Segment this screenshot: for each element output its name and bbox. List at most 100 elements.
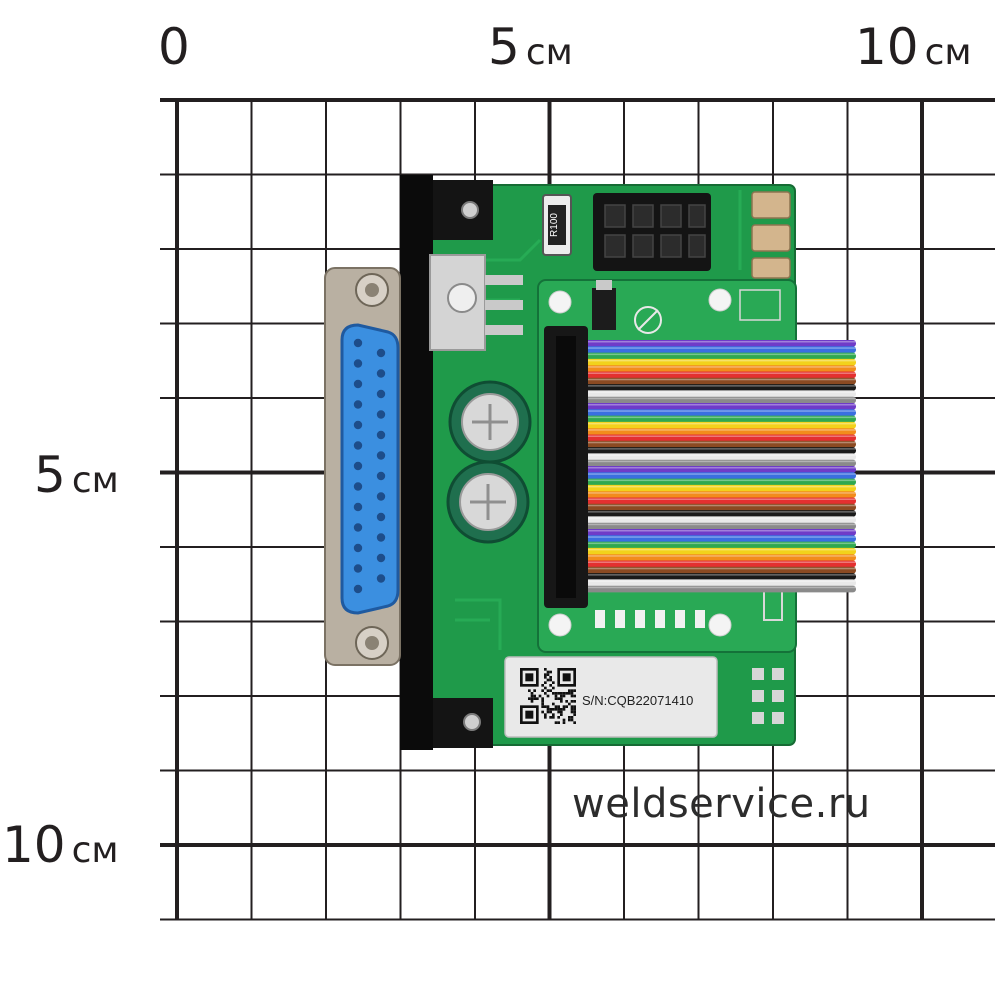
db25-pin xyxy=(376,410,386,419)
ribbon-wire-highlight xyxy=(560,485,856,488)
ribbon-wire-highlight xyxy=(560,385,856,387)
db25-connector xyxy=(324,267,401,666)
ribbon-wire-highlight xyxy=(560,416,856,419)
ribbon-wire xyxy=(560,340,856,347)
serial-number: S/N:CQB22071410 xyxy=(582,693,694,708)
ruler-top-0: 0 xyxy=(158,18,190,76)
ribbon-wire xyxy=(560,447,856,454)
ribbon-wire-highlight xyxy=(560,586,856,589)
ribbon-wire xyxy=(560,491,856,498)
ribbon-wire-highlight xyxy=(560,517,856,519)
ribbon-wire xyxy=(560,434,856,442)
db25-pin xyxy=(353,584,363,594)
mounting-bracket xyxy=(400,175,493,750)
ribbon-wire-highlight xyxy=(560,511,856,513)
qr-code xyxy=(520,668,576,724)
serial-sticker xyxy=(504,656,718,738)
ribbon-wire-highlight xyxy=(560,536,856,538)
ribbon-wire-highlight xyxy=(560,492,856,494)
ribbon-wire xyxy=(560,535,856,542)
db25-pin xyxy=(353,482,363,491)
ribbon-wire xyxy=(560,377,856,385)
ribbon-wire xyxy=(560,516,856,524)
ribbon-wire-highlight xyxy=(560,410,856,412)
ribbon-wire-highlight xyxy=(560,353,856,356)
db25-pin xyxy=(353,564,363,573)
db25-pin xyxy=(376,533,386,542)
ribbon-wire-highlight xyxy=(560,441,856,444)
ribbon-wire-highlight xyxy=(560,435,856,437)
ribbon-wire xyxy=(560,428,856,435)
ribbon-wire-highlight xyxy=(560,422,856,425)
ribbon-wire xyxy=(560,409,856,416)
ribbon-wire xyxy=(560,396,856,404)
ribbon-wire-highlight xyxy=(560,366,856,368)
ribbon-wire xyxy=(560,440,856,448)
ribbon-wire xyxy=(560,459,856,467)
ribbon-wire xyxy=(560,415,856,423)
ribbon-wire xyxy=(560,358,856,366)
ribbon-wire xyxy=(560,403,856,410)
db25-pin xyxy=(353,400,363,409)
capacitor-top xyxy=(448,380,532,464)
ribbon-wire xyxy=(560,560,856,568)
ribbon-wire-highlight xyxy=(560,467,856,469)
ribbon-wire xyxy=(560,346,856,353)
ribbon-wire xyxy=(560,554,856,561)
db25-pin xyxy=(353,441,363,450)
resistor-marking: R100 xyxy=(549,213,560,237)
ribbon-wire-highlight xyxy=(560,429,856,431)
ribbon-wire xyxy=(560,585,856,593)
ribbon-wire-highlight xyxy=(560,479,856,482)
ribbon-wire-highlight xyxy=(560,372,856,374)
ribbon-wire xyxy=(560,352,856,360)
db25-pin xyxy=(376,574,386,583)
idc-connector xyxy=(544,326,588,608)
ribbon-wire xyxy=(560,466,856,473)
ribbon-wire xyxy=(560,566,856,574)
ribbon-wire-highlight xyxy=(560,567,856,570)
ribbon-wire xyxy=(560,573,856,580)
db25-pin xyxy=(376,451,386,460)
ribbon-wire-highlight xyxy=(560,359,856,362)
ribbon-wire-highlight xyxy=(560,561,856,563)
db25-pin xyxy=(376,369,386,378)
ribbon-wire-highlight xyxy=(560,542,856,545)
db25-pin xyxy=(353,543,363,553)
ribbon-wire xyxy=(560,453,856,461)
smd-capacitors xyxy=(751,191,791,279)
power-connector xyxy=(593,193,711,271)
ribbon-wire-highlight xyxy=(560,397,856,400)
ribbon-wire-highlight xyxy=(560,473,856,475)
ribbon-wire-highlight xyxy=(560,460,856,463)
ribbon-wire xyxy=(560,484,856,492)
ribbon-wire-highlight xyxy=(560,454,856,456)
ribbon-wire xyxy=(560,522,856,530)
ribbon-cable xyxy=(560,340,856,593)
ribbon-wire-highlight xyxy=(560,580,856,582)
db25-pin-grid xyxy=(353,338,386,594)
ribbon-wire-highlight xyxy=(560,530,856,532)
ribbon-wire-highlight xyxy=(560,498,856,500)
ribbon-wire xyxy=(560,384,856,391)
db25-pin xyxy=(353,379,363,389)
db25-pin xyxy=(376,430,386,440)
ribbon-wire xyxy=(560,503,856,511)
ribbon-wire-highlight xyxy=(560,555,856,557)
ribbon-wire xyxy=(560,547,856,555)
ribbon-wire xyxy=(560,472,856,479)
capacitor-bottom xyxy=(446,460,530,544)
ribbon-wire xyxy=(560,421,856,429)
ribbon-wire-highlight xyxy=(560,341,856,343)
db25-pin xyxy=(353,461,363,471)
shunt-resistor: R100 xyxy=(542,194,572,256)
db25-pin xyxy=(376,553,386,563)
ribbon-wire-highlight xyxy=(560,504,856,507)
edge-pads xyxy=(752,668,784,724)
ribbon-wire xyxy=(560,365,856,372)
